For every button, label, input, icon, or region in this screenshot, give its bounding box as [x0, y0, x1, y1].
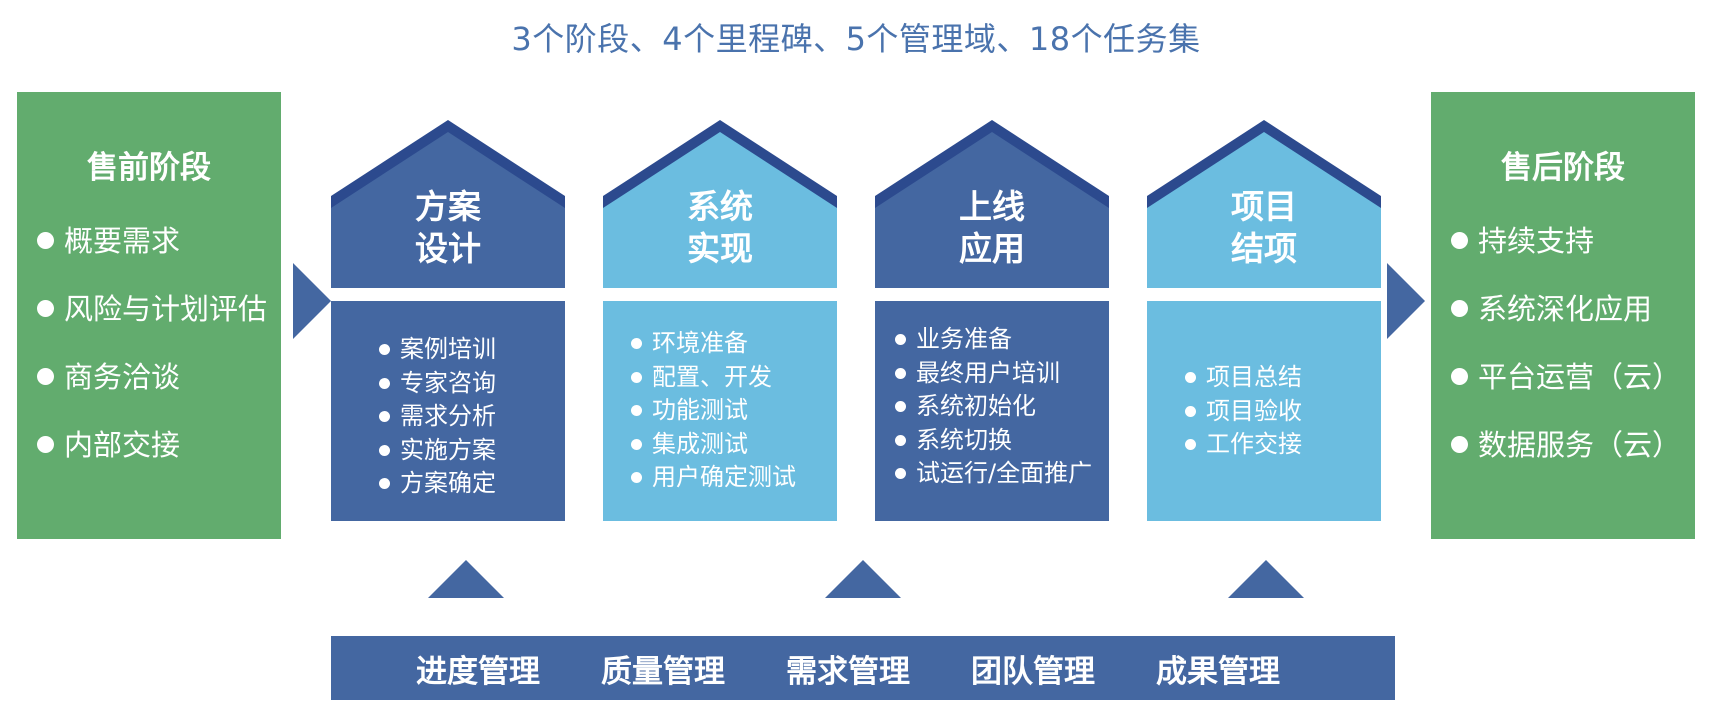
list-item: 专家咨询: [379, 367, 565, 401]
bullet-icon: [379, 411, 390, 423]
stage-task-list: 业务准备 最终用户培训 系统初始化 系统切换 试运行/全面推广: [875, 301, 1109, 491]
list-item: 需求分析: [379, 400, 565, 434]
list-item: 用户确定测试: [631, 461, 837, 495]
bullet-icon: [631, 338, 642, 350]
bullet-icon: [37, 232, 54, 249]
bullet-icon: [631, 472, 642, 484]
stage-task-list: 案例培训 专家咨询 需求分析 实施方案 方案确定: [331, 301, 565, 501]
list-item: 功能测试: [631, 394, 837, 428]
stage-body: 项目总结 项目验收 工作交接: [1147, 301, 1381, 521]
list-item: 最终用户培训: [895, 357, 1109, 391]
bullet-icon: [895, 401, 906, 413]
stage-title: 上线 应用: [959, 187, 1025, 268]
house-roof-icon: [331, 120, 565, 288]
bullet-icon: [1451, 300, 1468, 317]
list-item: 业务准备: [895, 323, 1109, 357]
list-item: 内部交接: [37, 427, 281, 495]
house-roof-icon: [1147, 120, 1381, 288]
list-item: 数据服务（云）: [1451, 427, 1695, 495]
bullet-icon: [1185, 405, 1196, 417]
post-sales-panel: 售后阶段 持续支持 系统深化应用 平台运营（云） 数据服务（云）: [1431, 92, 1695, 539]
stage-body: 环境准备 配置、开发 功能测试 集成测试 用户确定测试: [603, 301, 837, 521]
page-title: 3个阶段、4个里程碑、5个管理域、18个任务集: [511, 20, 1201, 58]
bullet-icon: [895, 468, 906, 480]
list-item: 商务洽谈: [37, 359, 281, 427]
bullet-icon: [379, 478, 390, 490]
post-sales-title: 售后阶段: [1501, 150, 1625, 186]
bullet-icon: [631, 438, 642, 450]
bullet-icon: [1185, 439, 1196, 451]
stage-task-list: 项目总结 项目验收 工作交接: [1147, 301, 1381, 462]
bullet-icon: [379, 344, 390, 356]
list-item: 系统切换: [895, 424, 1109, 458]
stage-title: 方案 设计: [415, 187, 481, 268]
house-roof-icon: [603, 120, 837, 288]
arrow-up-icon: [428, 560, 504, 598]
bullet-icon: [379, 444, 390, 456]
bullet-icon: [895, 367, 906, 379]
stage-roof: 系统 实现: [603, 120, 837, 288]
arrow-right-icon: [293, 263, 331, 339]
management-domain-label: 进度管理: [416, 653, 540, 690]
arrow-up-icon: [825, 560, 901, 598]
bullet-icon: [895, 334, 906, 346]
house-roof-icon: [875, 120, 1109, 288]
list-item: 案例培训: [379, 333, 565, 367]
stage-body: 案例培训 专家咨询 需求分析 实施方案 方案确定: [331, 301, 565, 521]
list-item: 系统初始化: [895, 390, 1109, 424]
stage-system-implementation: 系统 实现 环境准备 配置、开发 功能测试 集成测试 用户确定测试: [603, 120, 837, 521]
pre-sales-title: 售前阶段: [87, 150, 211, 186]
pre-sales-list: 概要需求 风险与计划评估 商务洽谈 内部交接: [17, 223, 281, 495]
list-item: 项目总结: [1185, 361, 1381, 395]
list-item: 配置、开发: [631, 361, 837, 395]
bullet-icon: [1451, 368, 1468, 385]
stage-solution-design: 方案 设计 案例培训 专家咨询 需求分析 实施方案 方案确定: [331, 120, 565, 521]
list-item: 概要需求: [37, 223, 281, 291]
stage-roof: 方案 设计: [331, 120, 565, 288]
list-item: 实施方案: [379, 434, 565, 468]
management-domain-label: 需求管理: [786, 653, 910, 690]
list-item: 工作交接: [1185, 428, 1381, 462]
list-item: 风险与计划评估: [37, 291, 281, 359]
list-item: 项目验收: [1185, 395, 1381, 429]
stage-task-list: 环境准备 配置、开发 功能测试 集成测试 用户确定测试: [603, 301, 837, 495]
bullet-icon: [1185, 372, 1196, 384]
pre-sales-panel: 售前阶段 概要需求 风险与计划评估 商务洽谈 内部交接: [17, 92, 281, 539]
stage-project-closure: 项目 结项 项目总结 项目验收 工作交接: [1147, 120, 1381, 521]
stage-body: 业务准备 最终用户培训 系统初始化 系统切换 试运行/全面推广: [875, 301, 1109, 521]
management-domain-label: 成果管理: [1156, 653, 1280, 690]
list-item: 平台运营（云）: [1451, 359, 1695, 427]
bullet-icon: [37, 436, 54, 453]
bullet-icon: [1451, 232, 1468, 249]
bullet-icon: [379, 377, 390, 389]
bullet-icon: [895, 434, 906, 446]
bullet-icon: [631, 371, 642, 383]
management-domain-label: 质量管理: [601, 653, 725, 690]
arrow-up-icon: [1228, 560, 1304, 598]
management-domains-bar: 进度管理 质量管理 需求管理 团队管理 成果管理: [331, 636, 1395, 700]
stage-roof: 上线 应用: [875, 120, 1109, 288]
stage-title: 系统 实现: [687, 187, 753, 268]
list-item: 集成测试: [631, 428, 837, 462]
list-item: 试运行/全面推广: [895, 457, 1109, 491]
bullet-icon: [37, 368, 54, 385]
list-item: 持续支持: [1451, 223, 1695, 291]
post-sales-list: 持续支持 系统深化应用 平台运营（云） 数据服务（云）: [1431, 223, 1695, 495]
management-domain-label: 团队管理: [971, 653, 1095, 690]
stage-roof: 项目 结项: [1147, 120, 1381, 288]
list-item: 系统深化应用: [1451, 291, 1695, 359]
arrow-right-icon: [1387, 263, 1425, 339]
bullet-icon: [1451, 436, 1468, 453]
list-item: 方案确定: [379, 467, 565, 501]
bullet-icon: [631, 405, 642, 417]
bullet-icon: [37, 300, 54, 317]
list-item: 环境准备: [631, 327, 837, 361]
stage-go-live: 上线 应用 业务准备 最终用户培训 系统初始化 系统切换 试运行/全面推广: [875, 120, 1109, 521]
stage-title: 项目 结项: [1231, 187, 1297, 268]
